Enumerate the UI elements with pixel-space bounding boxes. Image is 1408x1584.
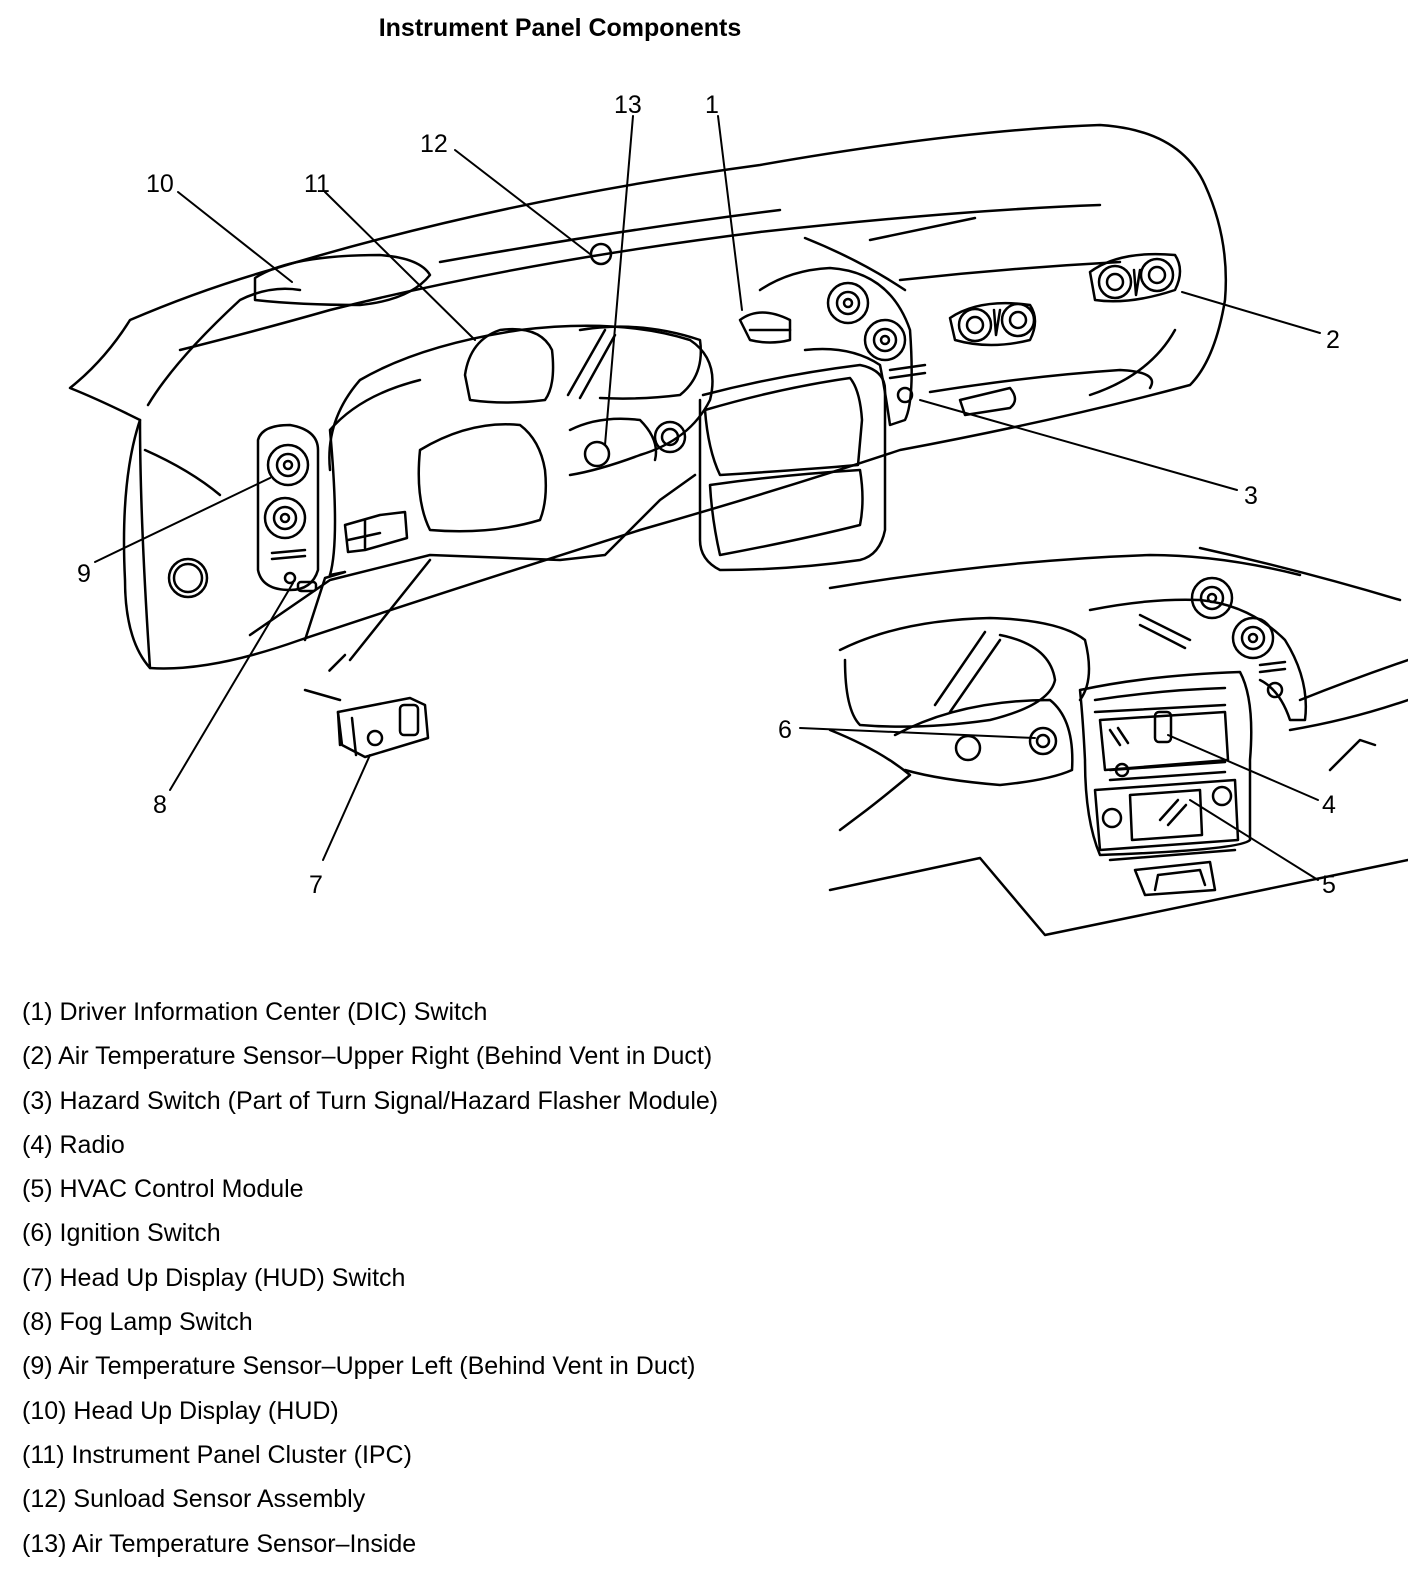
hud-switch-part [303,558,432,759]
callout-1: 1 [705,91,719,119]
dashboard-outline [68,123,1228,670]
legend-item: (1) Driver Information Center (DIC) Swit… [22,998,488,1026]
legend-item: (4) Radio [22,1130,125,1159]
upper-left-vents [167,423,320,599]
callout-12: 12 [420,130,448,158]
instrument-panel-diagram: 1 2 3 4 5 6 7 8 9 10 11 12 13 [68,91,1408,937]
legend-item: (3) Hazard Switch (Part of Turn Signal/H… [22,1086,719,1115]
callout-7: 7 [309,871,323,899]
callout-5: 5 [1322,871,1336,899]
legend-item: (7) Head Up Display (HUD) Switch [22,1263,406,1292]
callout-13: 13 [614,91,642,119]
callout-11: 11 [304,170,330,198]
legend-item: (6) Ignition Switch [22,1219,221,1248]
fog-lamp-switch-bezel [343,510,409,554]
callout-6: 6 [778,716,792,744]
callout-10: 10 [146,170,174,198]
leader-lines [94,115,1321,881]
callout-4: 4 [1322,791,1336,819]
callout-numbers: 1 2 3 4 5 6 7 8 9 10 11 12 13 [77,91,1340,899]
cluster-area [328,324,714,533]
right-vents [738,252,1182,427]
callout-2: 2 [1326,326,1340,354]
callout-3: 3 [1244,482,1258,510]
legend-item: (10) Head Up Display (HUD) [22,1396,339,1425]
sunload-sensor [589,242,613,266]
inset-dashboard [828,546,1408,937]
callout-8: 8 [153,791,167,819]
legend-item: (12) Sunload Sensor Assembly [22,1485,366,1514]
legend-item: (2) Air Temperature Sensor–Upper Right (… [22,1042,713,1071]
callout-9: 9 [77,560,91,588]
legend-item: (13) Air Temperature Sensor–Inside [22,1529,417,1558]
diagram-title: Instrument Panel Components [378,14,742,42]
component-legend: (1) Driver Information Center (DIC) Swit… [22,990,718,1566]
legend-item: (8) Fog Lamp Switch [22,1308,253,1337]
legend-item: (5) HVAC Control Module [22,1175,304,1204]
center-stack [653,363,887,572]
legend-item: (9) Air Temperature Sensor–Upper Left (B… [22,1352,696,1381]
legend-item: (11) Instrument Panel Cluster (IPC) [22,1440,412,1469]
